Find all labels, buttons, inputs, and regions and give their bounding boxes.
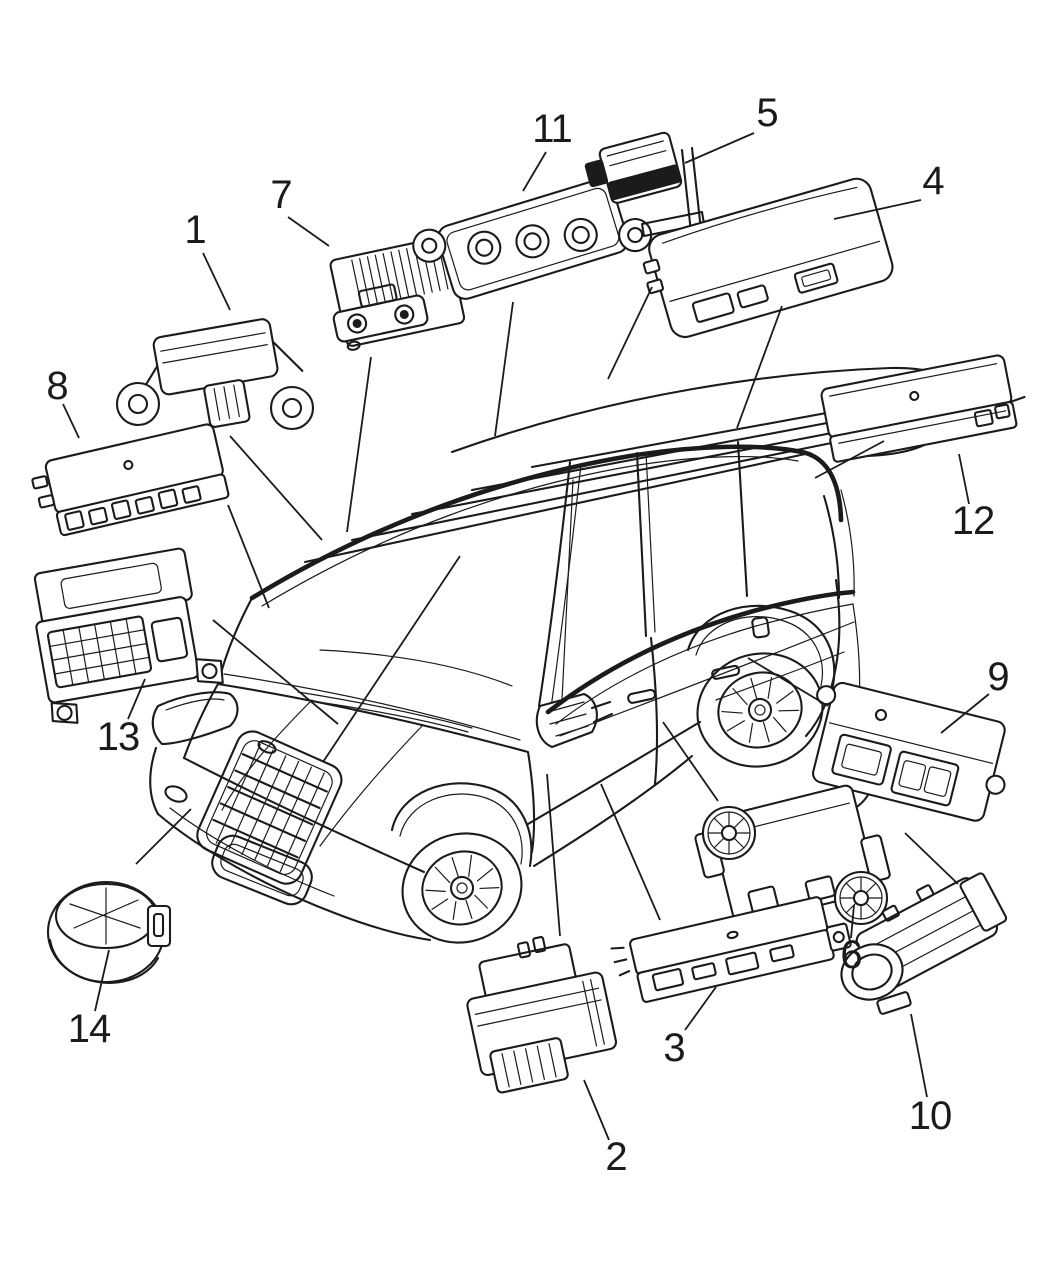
callout-2-leader-2 — [546, 773, 561, 937]
grommet-wheel-icon — [701, 805, 757, 861]
part-7-illustration — [329, 235, 466, 351]
callout-9-leader-1 — [940, 693, 990, 734]
leader-line-layer — [62, 132, 990, 1141]
callout-13-leader-2 — [212, 619, 339, 725]
callout-4-leader-1 — [833, 199, 922, 220]
part-14-illustration — [46, 880, 172, 984]
callout-12-leader-1 — [958, 453, 970, 505]
callout-12-leader-2 — [814, 440, 885, 479]
part-13-illustration — [33, 547, 224, 724]
part-8-illustration — [31, 423, 230, 537]
callout-10-leader-1 — [910, 1013, 928, 1098]
part-12-illustration — [820, 354, 1026, 463]
callout-8-leader-2 — [227, 504, 270, 609]
callout-11-leader-3 — [322, 555, 461, 763]
callout-11-leader-2 — [494, 301, 514, 437]
callout-6-leader-1 — [850, 904, 855, 939]
callout-4-leader-2 — [736, 305, 783, 429]
callout-9-leader-2 — [747, 657, 829, 707]
part-11-illustration — [412, 178, 653, 300]
callout-1-leader-2 — [229, 435, 323, 541]
callout-1-leader-1 — [202, 252, 231, 311]
callout-13-leader-1 — [127, 678, 146, 720]
vehicle-illustration — [149, 366, 951, 944]
callout-14-leader-2 — [135, 808, 192, 865]
callout-3-leader-1 — [684, 986, 717, 1031]
part-9-illustration — [812, 681, 1006, 822]
callout-5-leader-1 — [684, 132, 755, 164]
grommet-wheel-icon — [833, 870, 889, 926]
part-2-illustration — [466, 935, 618, 1094]
part-3-illustration — [610, 896, 852, 1003]
callout-10-leader-2 — [904, 832, 959, 885]
callout-3-leader-2 — [600, 783, 661, 921]
part-4-illustration — [642, 177, 894, 339]
callout-7-leader-1 — [287, 216, 330, 247]
part-1-illustration — [115, 318, 315, 431]
callout-8-leader-1 — [62, 403, 80, 439]
callout-7-leader-2 — [346, 356, 372, 533]
callout-11-leader-1 — [522, 151, 547, 192]
callout-14-leader-1 — [94, 949, 110, 1012]
callout-6-leader-2 — [662, 721, 719, 802]
callout-2-leader-1 — [583, 1079, 610, 1141]
callout-5-leader-2 — [607, 286, 653, 380]
part-10-illustration — [840, 872, 1008, 1015]
